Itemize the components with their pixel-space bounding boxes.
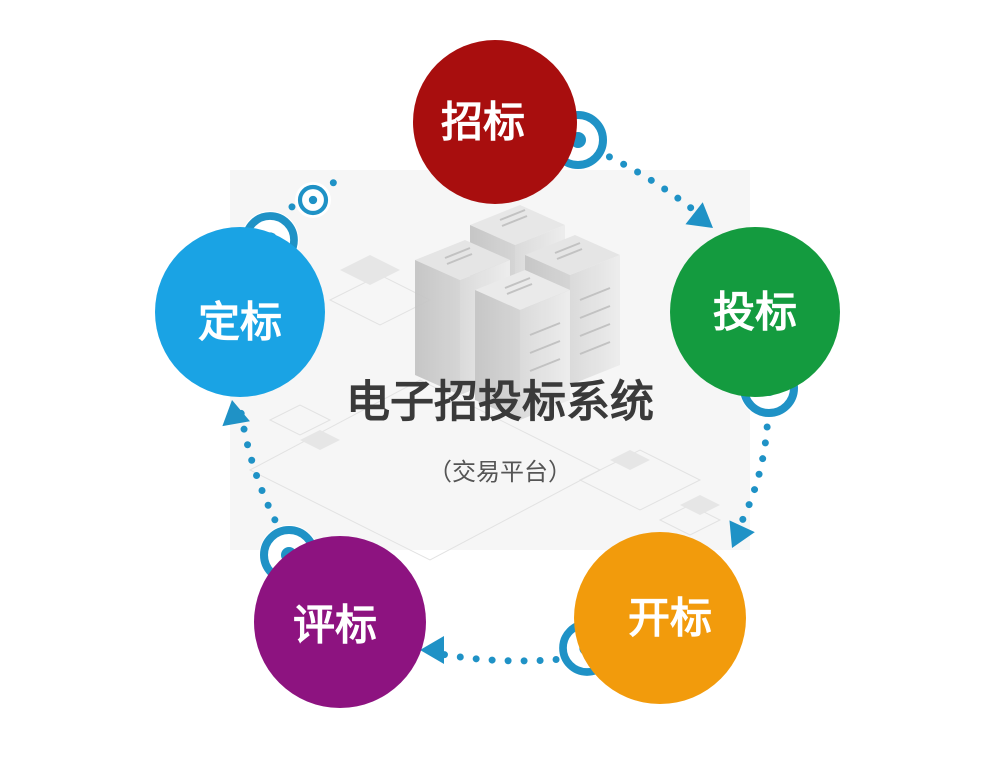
stage-label-4: 评标: [293, 601, 377, 650]
triangle-arrow-icon: [420, 636, 444, 664]
stage-node-4: 评标: [254, 536, 426, 708]
stage-label-3: 开标: [628, 594, 712, 643]
stage-node-3: 开标: [574, 532, 746, 704]
triangle-arrow-icon: [685, 202, 713, 228]
diagram-subtitle: （交易平台）: [428, 458, 572, 486]
stage-circle-4: [254, 536, 426, 708]
stage-circle-2: [670, 227, 840, 397]
stage-label-2: 投标: [713, 288, 797, 337]
stage-node-1: 招标: [413, 40, 577, 204]
server-rack-icon: [415, 205, 620, 420]
connector-dots-3: [426, 648, 576, 665]
target-ring-icon: [295, 182, 331, 218]
stage-circle-5: [155, 227, 325, 397]
stage-label-5: 定标: [198, 298, 282, 347]
triangle-arrow-icon: [729, 520, 755, 548]
triangle-arrow-icon: [222, 400, 250, 427]
stage-node-5: 定标: [155, 227, 325, 397]
diagram-title: 电子招投标系统: [346, 377, 654, 428]
connector-dots-1: [591, 146, 704, 219]
stage-node-2: 投标: [670, 227, 840, 397]
stage-circle-3: [574, 532, 746, 704]
stage-label-1: 招标: [441, 98, 525, 147]
stage-circle-1: [413, 40, 577, 204]
